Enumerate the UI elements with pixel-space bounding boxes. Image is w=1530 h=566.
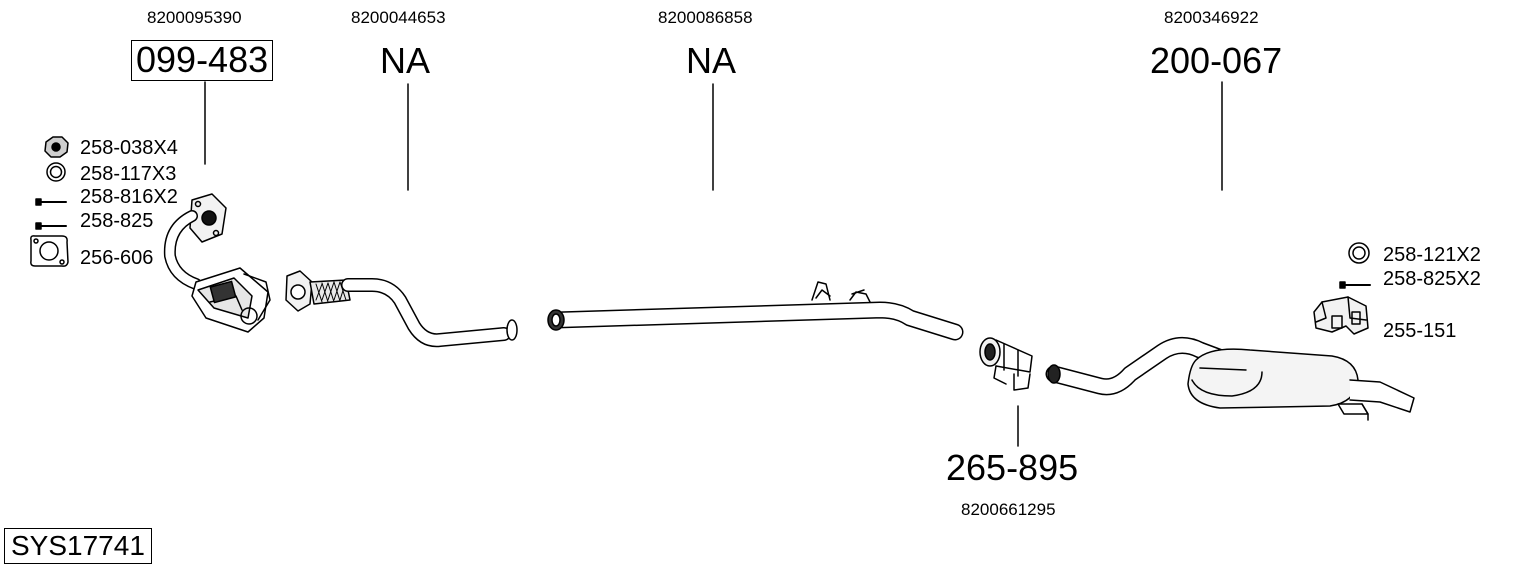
bracket-icon (1314, 297, 1368, 334)
oem-number: 8200661295 (961, 500, 1056, 519)
oem-number: 8200044653 (351, 8, 446, 27)
rear-silencer (1048, 345, 1414, 420)
gasket-icon (31, 236, 68, 266)
ring-icon (1349, 243, 1369, 263)
accessory-label: 255-151 (1383, 320, 1457, 342)
accessory-label: 258-117X3 (80, 163, 177, 185)
ring-icon (47, 163, 65, 181)
part-number: NA (380, 40, 431, 81)
bolt-icon (36, 199, 66, 205)
accessory-label: 258-038X4 (80, 137, 178, 159)
bolt-icon (36, 223, 66, 229)
part-number: NA (686, 40, 737, 81)
part-number: 099-483 (131, 40, 274, 81)
accessory-label: 258-825 (80, 210, 154, 232)
oem-number: 8200095390 (147, 8, 242, 27)
system-code: SYS17741 (4, 528, 152, 564)
intermediate-pipe-1 (286, 271, 517, 340)
accessory-label: 256-606 (80, 247, 154, 269)
part-number: 265-895 (946, 447, 1079, 488)
nut-icon (45, 137, 68, 157)
accessory-label: 258-816X2 (80, 186, 178, 208)
pipe-clamp (980, 338, 1032, 390)
oem-number: 8200086858 (658, 8, 753, 27)
accessory-label: 258-825X2 (1383, 268, 1481, 290)
oem-number: 8200346922 (1164, 8, 1259, 27)
bolt-icon (1340, 282, 1370, 288)
intermediate-pipe-2 (548, 282, 955, 332)
accessory-label: 258-121X2 (1383, 244, 1481, 266)
front-pipe-catalyst (170, 194, 270, 332)
part-number: 200-067 (1150, 40, 1283, 81)
